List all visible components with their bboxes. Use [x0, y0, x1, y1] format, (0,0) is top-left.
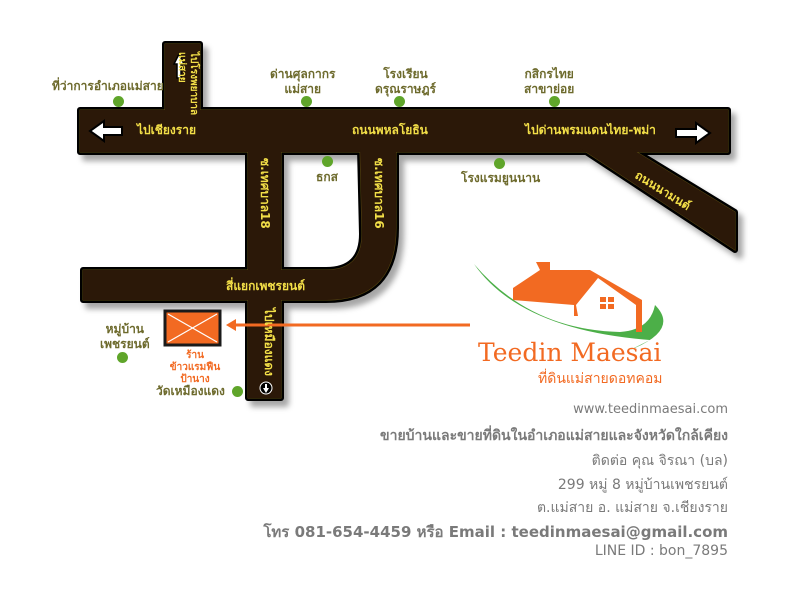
- poi-school-dot: [394, 96, 405, 107]
- poi-customs-label: ด่านศุลกากรแม่สาย: [270, 67, 336, 96]
- road-label-to-muangdaeng: ไปเหมืองแดง: [262, 308, 276, 377]
- road-label-junction: สี่แยกเพชรยนต์: [226, 279, 305, 293]
- road-label-soi18: ซ.เทศบาล18: [258, 158, 272, 229]
- poi-kbank-label: กสิกรไทยสาขาย่อย: [524, 67, 575, 96]
- road-label-phahonyothin: ถนนพหลโยธิน: [352, 123, 428, 137]
- road-label-soi16: ซ.เทศบาล16: [372, 158, 386, 229]
- poi-district-office-dot: [113, 96, 124, 107]
- logo-thai: ที่ดินแม่สายดอทคอม: [538, 371, 663, 387]
- poi-baac-dot: [322, 156, 333, 167]
- poi-district-office-label: ที่ว่าการอำเภอแม่สาย: [52, 79, 164, 93]
- poi-village-label: หมู่บ้านเพชรยนต์: [100, 322, 150, 351]
- contact-name: ติดต่อ คุณ จิรณา (บล): [591, 453, 728, 469]
- shop-marker: [163, 309, 222, 347]
- poi-temple-dot: [232, 386, 243, 397]
- poi-customs-dot: [301, 96, 312, 107]
- poi-kbank-dot: [549, 96, 560, 107]
- road-label-to-border: ไปด่านพรมแดนไทย-พม่า: [525, 123, 656, 137]
- logo-name: Teedin Maesai: [478, 338, 662, 367]
- poi-hotel-label: โรงแรมยูนนาน: [461, 171, 541, 185]
- arrow-left-icon: [88, 119, 123, 143]
- pointer-arrow-icon: [226, 319, 236, 331]
- poi-baac-label: ธกส: [316, 170, 338, 184]
- poi-temple-label: วัดเหมืองแดง: [156, 384, 225, 398]
- arrow-right-icon: [675, 121, 712, 145]
- line-id: LINE ID : bon_7895: [594, 543, 728, 559]
- shop-label: ร้านข้าวแรมฟืนป้านาง: [169, 350, 221, 385]
- road-label-to-chiangrai: ไปเชียงราย: [137, 123, 197, 137]
- website-link[interactable]: www.teedinmaesai.com: [573, 402, 728, 417]
- poi-village-dot: [117, 352, 128, 363]
- address-line-2: ต.แม่สาย อ. แม่สาย จ.เชียงราย: [536, 500, 728, 516]
- poi-school-label: โรงเรียนดรุณราษฎร์: [375, 67, 436, 96]
- road-label-hospital: ไปโรงพยาบาลแม่สาย: [176, 52, 199, 116]
- tagline: ขายบ้านและขายที่ดินในอำเภอแม่สายและจังหว…: [380, 428, 728, 444]
- poi-hotel-dot: [494, 158, 505, 169]
- logo-house-icon: [474, 262, 664, 350]
- address-line-1: 299 หมู่ 8 หมู่บ้านเพชรยนต์: [557, 477, 728, 493]
- arrow-up-icon: [172, 52, 186, 79]
- phone-email: โทร 081-654-4459 หรือ Email : teedinmaes…: [263, 523, 728, 541]
